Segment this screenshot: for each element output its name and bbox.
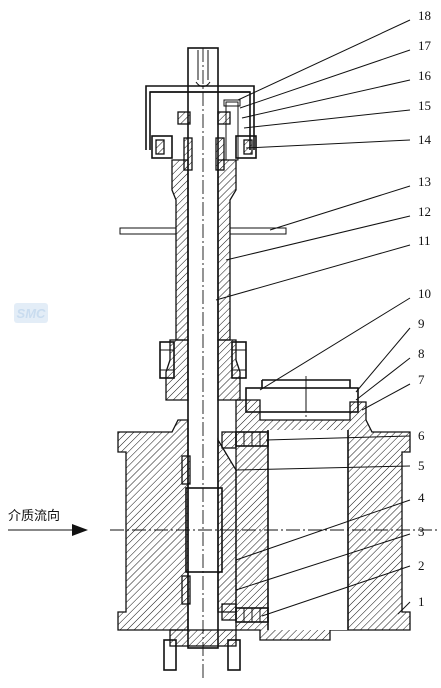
callout-8: 8 [418,346,425,361]
callout-4: 4 [418,490,425,505]
watermark-logo: SMC [14,303,48,323]
callout-14: 14 [418,132,432,147]
flow-direction: 介质流向 [8,508,88,536]
valve-body [117,399,411,671]
callout-12: 12 [418,204,431,219]
callout-3: 3 [418,524,425,539]
bypass-branch [245,379,359,413]
logo-text: SMC [17,306,47,321]
callout-16: 16 [418,68,432,83]
center-lines [110,48,440,680]
bonnet-flange [159,339,247,401]
gate-disc [181,431,269,623]
callout-18: 18 [418,8,431,23]
callout-2: 2 [418,558,425,573]
callout-9: 9 [418,316,425,331]
flow-arrow-icon [72,524,88,536]
callout-13: 13 [418,174,431,189]
callout-17: 17 [418,38,432,53]
part-callouts: 18 17 16 15 14 13 12 11 10 9 8 7 6 5 4 3… [418,8,432,609]
callout-15: 15 [418,98,431,113]
callout-1: 1 [418,594,425,609]
packing-gland [151,99,257,171]
callout-11: 11 [418,233,431,248]
callout-10: 10 [418,286,431,301]
flow-direction-label: 介质流向 [8,508,60,524]
callout-7: 7 [418,372,425,387]
callout-5: 5 [418,458,425,473]
callout-6: 6 [418,428,425,443]
leader-lines [215,19,411,617]
